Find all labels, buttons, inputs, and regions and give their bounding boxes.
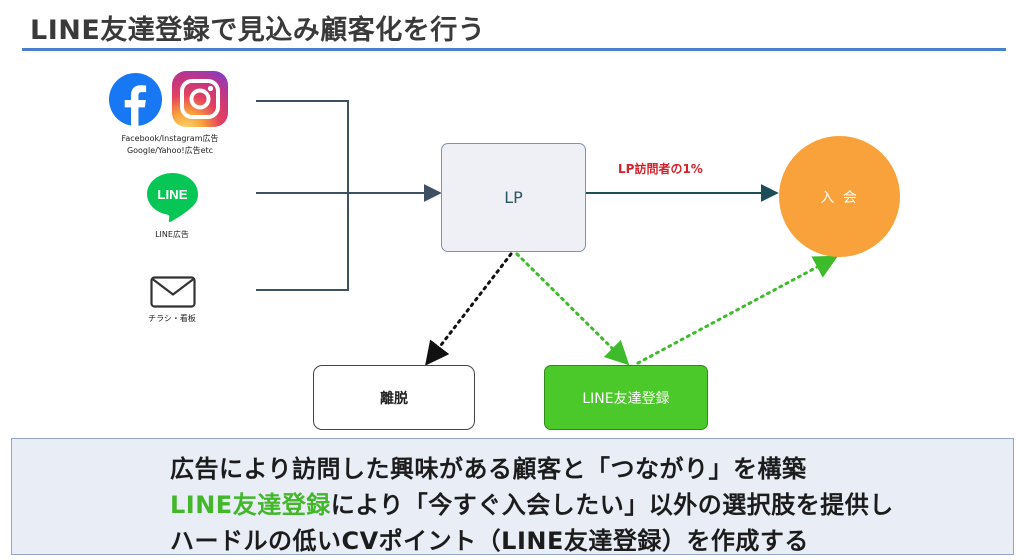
arrow-friend-to-join bbox=[636, 255, 839, 365]
mail-icon bbox=[150, 276, 196, 308]
line-ads-caption: LINE広告 bbox=[155, 230, 189, 239]
instagram-icon bbox=[172, 71, 228, 127]
summary-box: 広告により訪問した興味がある顧客と「つながり」を構築 LINE友達登録により「今… bbox=[11, 438, 1014, 555]
title-underline bbox=[22, 48, 1006, 51]
summary-line-3: ハードルの低いCVポイント（LINE友達登録）を作成する bbox=[170, 527, 809, 555]
summary-line-2: LINE友達登録により「今すぐ入会したい」以外の選択肢を提供し bbox=[170, 485, 894, 520]
leave-node: 離脱 bbox=[313, 365, 475, 430]
arrow-lp-to-friend bbox=[515, 252, 630, 366]
summary-line-1: 広告により訪問した興味がある顧客と「つながり」を構築 bbox=[170, 455, 807, 483]
facebook-icon bbox=[108, 72, 163, 127]
join-node: 入 会 bbox=[779, 136, 900, 257]
line-logo-text: LINE bbox=[157, 187, 187, 202]
lp-conversion-rate-label: LP訪問者の1% bbox=[618, 162, 703, 176]
line-app-icon: LINE bbox=[146, 172, 199, 222]
flyer-caption: チラシ・看板 bbox=[148, 314, 196, 323]
summary-line-2-highlight: LINE友達登録 bbox=[170, 491, 331, 519]
page-title: LINE友達登録で見込み顧客化を行う bbox=[30, 15, 486, 46]
connector-flyer bbox=[256, 193, 349, 291]
connector-social bbox=[256, 100, 349, 193]
summary-line-2-rest: により「今すぐ入会したい」以外の選択肢を提供し bbox=[330, 491, 894, 519]
social-ads-caption: Facebook/Instagram広告 Google/Yahoo!広告etc bbox=[100, 133, 240, 157]
line-friend-node: LINE友達登録 bbox=[544, 365, 708, 430]
social-ads-caption-line2: Google/Yahoo!広告etc bbox=[126, 146, 214, 155]
lp-node: LP bbox=[441, 143, 586, 252]
arrow-lp-to-leave bbox=[425, 252, 513, 366]
social-ads-caption-line1: Facebook/Instagram広告 bbox=[121, 134, 219, 143]
